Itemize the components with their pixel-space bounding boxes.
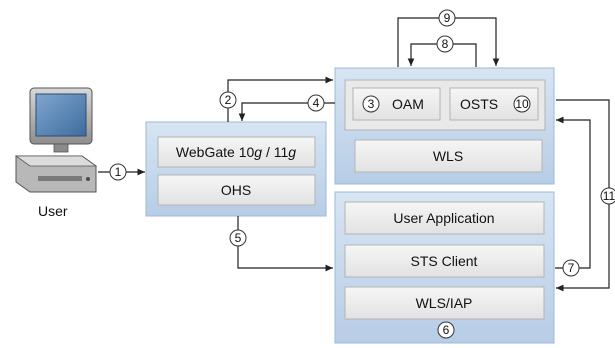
connector-7 (555, 116, 591, 269)
svg-text:7: 7 (568, 261, 575, 275)
oam-box (352, 87, 441, 121)
svg-text:2: 2 (225, 93, 232, 107)
step-marker-9: 9 (438, 9, 456, 27)
step-marker-2: 2 (219, 91, 237, 109)
wls-label: WLS (433, 148, 463, 164)
wls-iap-label: WLS/IAP (416, 295, 473, 311)
step-marker-7: 7 (562, 259, 580, 277)
step-marker-11: 11 (600, 187, 615, 205)
step-marker-4: 4 (307, 94, 325, 112)
sts-client-box (344, 244, 545, 278)
step-marker-6: 6 (437, 321, 455, 339)
svg-text:11: 11 (603, 189, 615, 203)
webgate-label-sep: / 11 (262, 144, 288, 160)
osts-label: OSTS (460, 96, 498, 112)
webgate-label-g1: g (254, 144, 262, 160)
oam-label: OAM (392, 96, 424, 112)
svg-text:4: 4 (313, 96, 320, 110)
connector-5 (237, 216, 333, 272)
svg-text:1: 1 (115, 165, 122, 179)
step-marker-3: 3 (362, 95, 380, 113)
svg-text:5: 5 (235, 231, 242, 245)
connector-4 (238, 102, 335, 121)
wls-iap-box (344, 286, 545, 320)
osts-box (449, 87, 539, 121)
svg-text:9: 9 (444, 11, 451, 25)
sts-client-label: STS Client (411, 253, 478, 269)
step-marker-10: 10 (513, 95, 531, 113)
user-label: User (38, 203, 68, 219)
ohs-label: OHS (221, 182, 251, 198)
svg-text:6: 6 (443, 323, 450, 337)
webgate-label: WebGate 10g / 11g (176, 144, 296, 160)
user-computer-icon (14, 87, 98, 193)
user-application-label: User Application (393, 210, 494, 226)
svg-text:8: 8 (442, 37, 449, 51)
webgate-label-g2: g (288, 144, 296, 160)
step-marker-8: 8 (436, 35, 454, 53)
webgate-label-main: WebGate 10 (176, 144, 255, 160)
ohs-box (157, 174, 316, 206)
webgate-box (157, 136, 316, 168)
user-application-box (344, 201, 545, 235)
svg-text:3: 3 (368, 97, 375, 111)
step-marker-5: 5 (229, 229, 247, 247)
step-marker-1: 1 (109, 163, 127, 181)
wls-box (354, 139, 543, 173)
svg-text:10: 10 (515, 97, 529, 111)
